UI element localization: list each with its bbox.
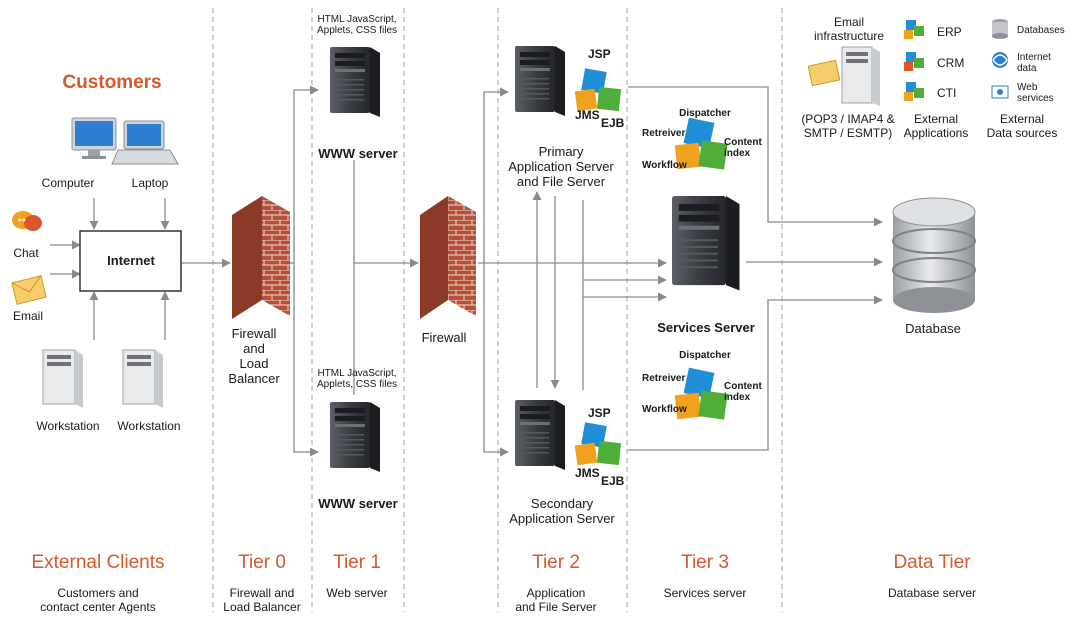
chat-icon (12, 211, 42, 231)
tier-desc-external-clients: Customers and contact center Agents (40, 586, 156, 614)
secondary-app-server-label: Secondary Application Server (509, 496, 615, 526)
tier-name-data-tier: Data Tier (893, 552, 971, 573)
tier-desc-tier-1: Web server (326, 586, 388, 600)
email-protocols-label: (POP3 / IMAP4 & SMTP / ESMTP) (801, 112, 895, 140)
web-services-label: Web services (1017, 82, 1054, 104)
internet-data-icon (992, 52, 1008, 68)
email-envelope-icon (11, 275, 47, 305)
primary-app-server-icon (515, 46, 565, 116)
computer-label: Computer (41, 176, 95, 190)
firewall-label: Firewall (421, 330, 467, 345)
www-server-bottom-icon (330, 402, 380, 472)
crm-icon (904, 52, 924, 71)
database-label: Database (905, 321, 961, 336)
secondary-app-server-icon (515, 400, 565, 470)
email-label: Email (12, 309, 44, 323)
workstation-label-1: Workstation (36, 419, 100, 433)
services-server-icon (672, 196, 740, 291)
cti-label: CTI (937, 86, 957, 100)
email-infrastructure-icon (807, 46, 880, 106)
content-index-label-bottom: Content index (724, 381, 762, 403)
web-services-icon (991, 85, 1009, 99)
connector-lines (50, 85, 883, 457)
firewall-load-balancer-icon (232, 196, 290, 319)
external-applications-label: External Applications (903, 112, 969, 140)
workflow-label-bottom: Workflow (642, 404, 687, 415)
laptop-label: Laptop (131, 176, 169, 190)
primary-app-server-label: Primary Application Server and File Serv… (508, 144, 614, 189)
tier-desc-data-tier: Database server (887, 586, 977, 600)
secondary-component-cubes (574, 422, 622, 466)
email-infrastructure-label: Email infrastructure (813, 15, 885, 43)
laptop-icon (111, 120, 179, 165)
external-data-sources-label: External Data sources (986, 112, 1058, 140)
www-server-bottom-label: WWW server (318, 496, 398, 511)
retreiver-label-bottom: Retreiver (642, 373, 686, 384)
ejb-label-secondary: EJB (601, 474, 625, 488)
internet-data-label: Internet data (1017, 52, 1051, 74)
workflow-label-top: Workflow (642, 160, 687, 171)
erp-label: ERP (937, 25, 962, 39)
retreiver-label-top: Retreiver (642, 128, 686, 139)
primary-component-cubes (574, 68, 622, 112)
workstation-label-2: Workstation (117, 419, 181, 433)
workstation-icon-1 (42, 349, 84, 409)
databases-label: Databases (1017, 25, 1065, 36)
services-bottom-cubes (674, 367, 728, 420)
tier-desc-tier-2: Application and File Server (515, 586, 597, 614)
chat-label: Chat (13, 246, 39, 260)
content-index-label-top: Content index (724, 137, 762, 159)
services-top-cubes (674, 117, 728, 170)
www-server-top-icon (330, 47, 380, 117)
tier-desc-tier-0: Firewall and Load Balancer (223, 586, 301, 614)
customers-title: Customers (62, 72, 162, 93)
jsp-label-primary: JSP (588, 47, 611, 61)
dispatcher-label-top: Dispatcher (679, 108, 731, 119)
jsp-label-secondary: JSP (588, 406, 611, 420)
cti-icon (904, 82, 924, 101)
internet-label: Internet (107, 253, 155, 268)
database-icon (892, 197, 976, 313)
firewall-icon (420, 196, 476, 319)
tier-dividers (212, 8, 783, 612)
jms-label-secondary: JMS (575, 466, 600, 480)
tier-name-tier-2: Tier 2 (532, 552, 580, 573)
internet-box (79, 230, 182, 292)
databases-small-icon (992, 19, 1008, 39)
computer-icon (71, 117, 117, 160)
ejb-label-primary: EJB (601, 116, 625, 130)
tier-name-tier-3: Tier 3 (681, 552, 729, 573)
crm-label: CRM (937, 56, 965, 70)
www-bottom-files-label: HTML JavaScript, Applets, CSS files (316, 368, 398, 390)
www-server-top-label: WWW server (318, 146, 398, 161)
workstation-icon-2 (122, 349, 164, 409)
dispatcher-label-bottom: Dispatcher (679, 350, 731, 361)
firewall-load-balancer-label: Firewall and Load Balancer (228, 326, 280, 386)
www-top-files-label: HTML JavaScript, Applets, CSS files (316, 14, 398, 36)
tier-name-tier-1: Tier 1 (333, 552, 381, 573)
tier-desc-tier-3: Services server (663, 586, 747, 600)
tier-name-external-clients: External Clients (31, 552, 165, 573)
erp-icon (904, 20, 924, 39)
jms-label-primary: JMS (575, 108, 600, 122)
services-server-label: Services Server (657, 320, 755, 335)
tier-name-tier-0: Tier 0 (238, 552, 286, 573)
